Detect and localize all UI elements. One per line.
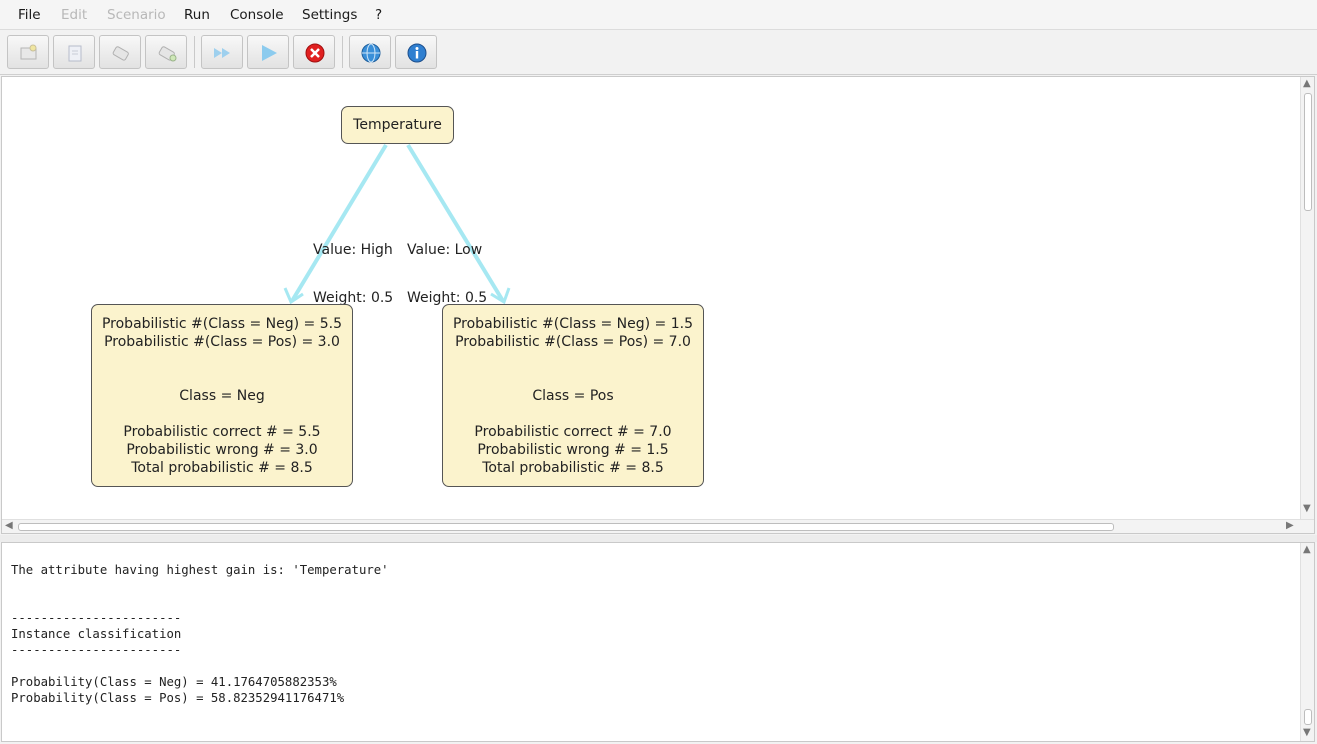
console-output[interactable]: The attribute having highest gain is: 'T…: [1, 542, 1315, 742]
toolbar-separator: [194, 36, 195, 68]
open-button[interactable]: [53, 35, 95, 69]
edge-high-arrowhead: [283, 287, 304, 305]
tree-vertical-thumb[interactable]: [1304, 93, 1312, 211]
tree-vertical-scrollbar[interactable]: ▲ ▼: [1300, 77, 1314, 519]
web-button[interactable]: [349, 35, 391, 69]
console-line: The attribute having highest gain is: 'T…: [11, 563, 389, 577]
console-line: -----------------------: [11, 611, 182, 625]
save-as-button[interactable]: [145, 35, 187, 69]
fast-forward-button[interactable]: [201, 35, 243, 69]
decision-tree-view: Temperature Value: High Weight: 0.5 Valu…: [1, 76, 1315, 534]
stop-button[interactable]: [293, 35, 335, 69]
new-scenario-button[interactable]: [7, 35, 49, 69]
scroll-up-icon[interactable]: ▲: [1303, 544, 1311, 555]
leaf-wrong: Probabilistic wrong # = 3.0: [126, 442, 318, 458]
about-button[interactable]: [395, 35, 437, 69]
edge-label-high: Value: High Weight: 0.5: [313, 210, 393, 338]
stop-icon: [305, 43, 325, 63]
menu-edit[interactable]: Edit: [61, 7, 88, 23]
menu-file[interactable]: File: [18, 7, 41, 23]
leaf-node-neg[interactable]: Probabilistic #(Class = Neg) = 5.5 Proba…: [91, 304, 353, 487]
menu-bar: File Edit Scenario Run Console Settings …: [0, 0, 1317, 30]
scroll-down-icon[interactable]: ▼: [1303, 503, 1311, 514]
console-vertical-thumb[interactable]: [1304, 709, 1312, 725]
menu-console[interactable]: Console: [230, 7, 284, 23]
leaf-class: Class = Pos: [532, 388, 614, 404]
console-line: -----------------------: [11, 643, 182, 657]
fast-forward-icon: [214, 48, 230, 58]
leaf-neg-count: Probabilistic #(Class = Neg) = 5.5: [101, 316, 343, 332]
menu-run[interactable]: Run: [184, 7, 210, 23]
leaf-total: Total probabilistic # = 8.5: [482, 460, 664, 476]
edge-low-weight: Weight: 0.5: [407, 290, 488, 306]
save-button[interactable]: [99, 35, 141, 69]
tree-edges: [283, 143, 511, 305]
tree-horizontal-scrollbar[interactable]: ◀ ▶: [2, 519, 1314, 533]
leaf-node-pos[interactable]: Probabilistic #(Class = Neg) = 1.5 Proba…: [442, 304, 704, 487]
edge-high-line: [290, 143, 388, 303]
leaf-correct: Probabilistic correct # = 7.0: [474, 424, 672, 440]
new-scenario-icon: [20, 44, 37, 60]
edge-label-low: Value: Low Weight: 0.5: [407, 210, 487, 338]
play-button[interactable]: [247, 35, 289, 69]
globe-icon: [361, 43, 381, 63]
leaf-total: Total probabilistic # = 8.5: [131, 460, 313, 476]
scroll-right-icon[interactable]: ▶: [1286, 520, 1294, 531]
console-line: Probability(Class = Pos) = 58.8235294117…: [11, 691, 345, 705]
leaf-pos-count: Probabilistic #(Class = Pos) = 7.0: [455, 334, 691, 350]
root-node-temperature[interactable]: Temperature: [341, 106, 454, 144]
scroll-left-icon[interactable]: ◀: [5, 520, 13, 531]
console-line: Probability(Class = Neg) = 41.1764705882…: [11, 675, 337, 689]
root-node-label: Temperature: [353, 117, 442, 133]
split-pane-divider[interactable]: [0, 535, 1317, 542]
toolbar-separator: [342, 36, 343, 68]
play-icon: [262, 45, 277, 61]
leaf-neg-count: Probabilistic #(Class = Neg) = 1.5: [452, 316, 694, 332]
edge-high-value: Value: High: [313, 242, 393, 258]
edge-low-line: [406, 143, 505, 303]
save-disk-icon: [112, 46, 129, 61]
scroll-down-icon[interactable]: ▼: [1303, 727, 1311, 738]
toolbar: [0, 30, 1317, 75]
tree-horizontal-thumb[interactable]: [18, 523, 1114, 531]
leaf-wrong: Probabilistic wrong # = 1.5: [477, 442, 669, 458]
scroll-up-icon[interactable]: ▲: [1303, 78, 1311, 89]
menu-scenario[interactable]: Scenario: [107, 7, 166, 23]
edge-high-weight: Weight: 0.5: [313, 290, 394, 306]
menu-help[interactable]: ?: [375, 7, 383, 23]
leaf-correct: Probabilistic correct # = 5.5: [123, 424, 321, 440]
open-document-icon: [68, 45, 82, 62]
save-as-disk-icon: [158, 46, 177, 62]
menu-settings[interactable]: Settings: [302, 7, 358, 23]
console-line: Instance classification: [11, 627, 182, 641]
info-icon: [407, 43, 427, 63]
edge-low-arrowhead: [490, 287, 511, 305]
edge-low-value: Value: Low: [407, 242, 483, 258]
console-vertical-scrollbar[interactable]: ▲ ▼: [1300, 543, 1314, 741]
leaf-pos-count: Probabilistic #(Class = Pos) = 3.0: [104, 334, 340, 350]
leaf-class: Class = Neg: [179, 388, 265, 404]
